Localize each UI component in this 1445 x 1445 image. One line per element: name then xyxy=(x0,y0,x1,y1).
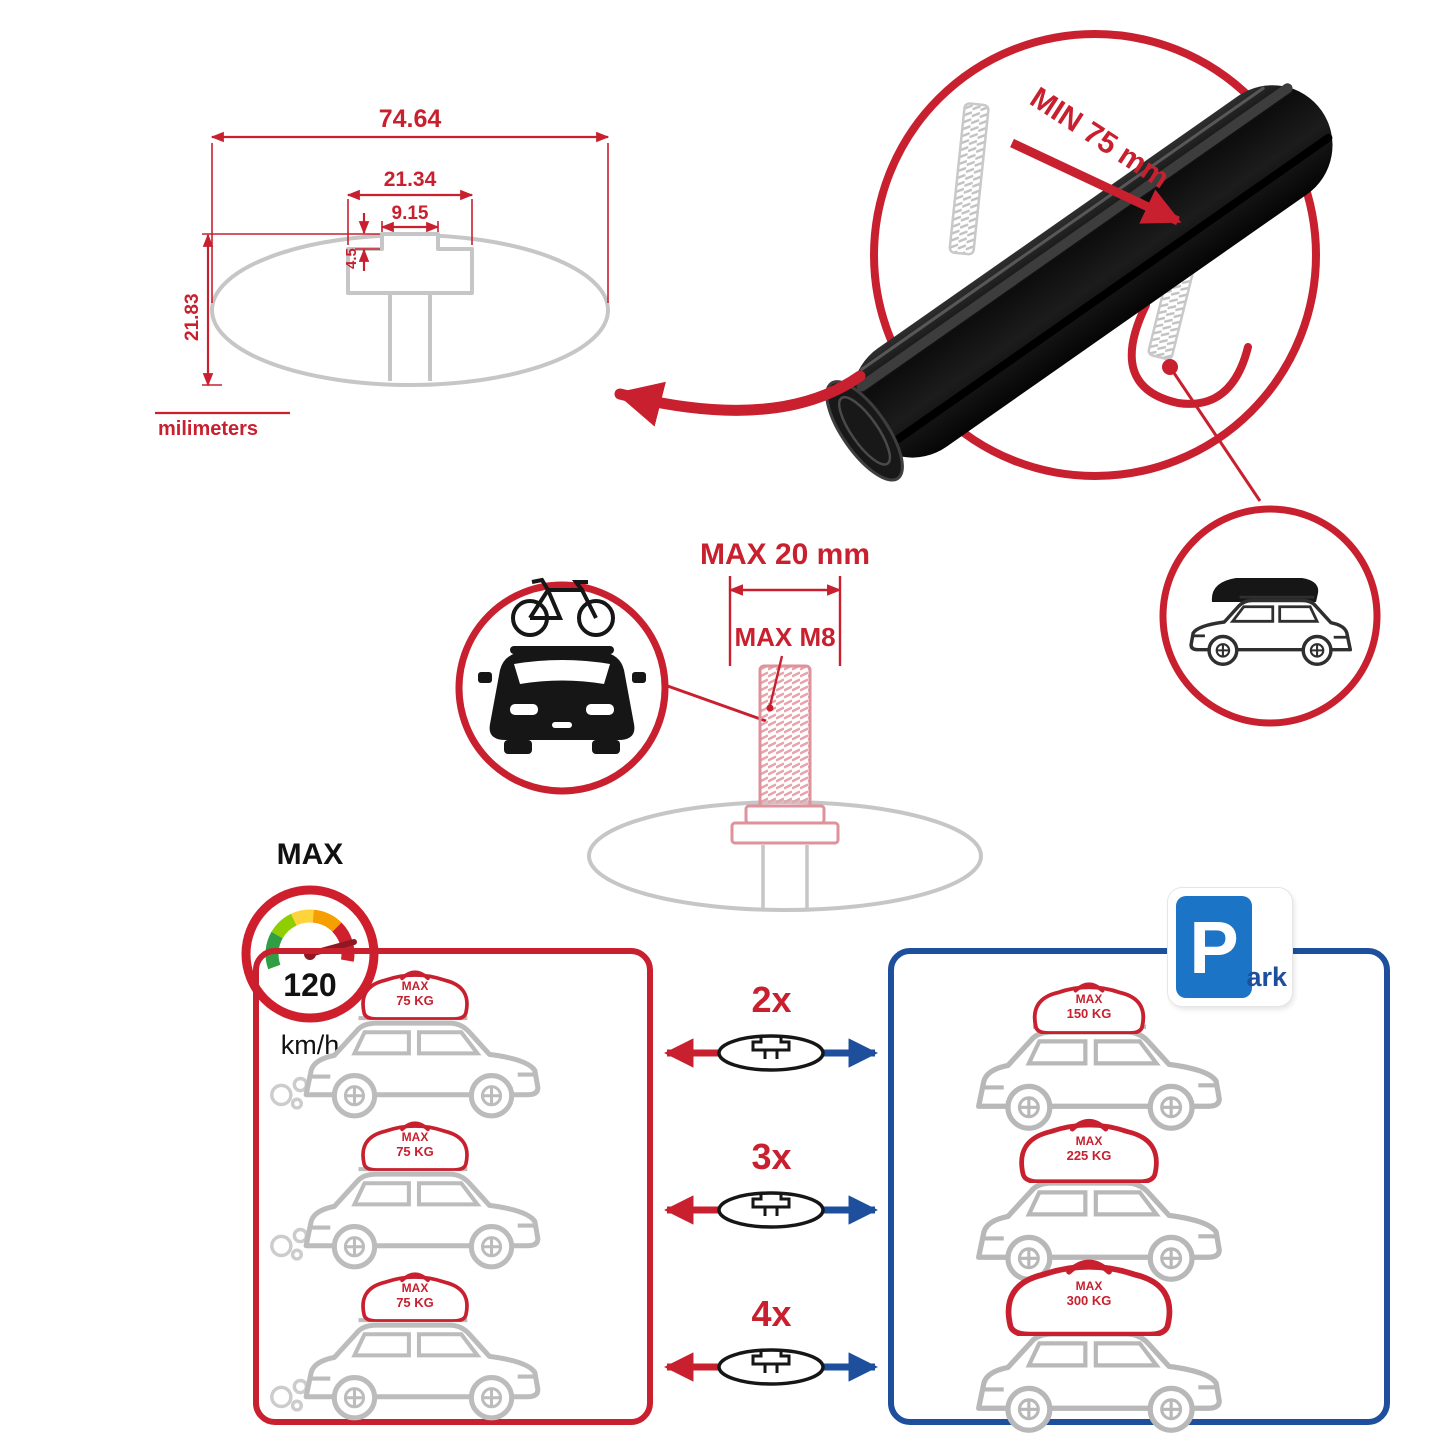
load-label: MAX 75 KG xyxy=(355,979,475,1009)
profile-channel xyxy=(761,845,809,908)
profile-icon xyxy=(717,1347,825,1386)
load-max: MAX xyxy=(1075,1134,1103,1148)
bolt-dimension-lines xyxy=(728,576,842,707)
load-kg: 75 KG xyxy=(396,1294,434,1310)
profile-icon xyxy=(717,1191,825,1229)
multiplier-label: 2x xyxy=(751,979,792,1021)
max-length-label: MAX 20 mm xyxy=(700,538,870,571)
park-p: P xyxy=(1189,905,1239,989)
multiplier-row-1: 2x xyxy=(653,952,890,1109)
crossbar-bar xyxy=(825,83,1333,482)
multiplier-column: 2x 3x 4x xyxy=(653,952,890,1422)
dimension-lines xyxy=(155,131,610,415)
dim-slot-width: 9.15 xyxy=(392,203,429,224)
parked-load-panel: MAX 150 KG MAX 225 KG MAX 300 KG xyxy=(888,948,1390,1425)
dimension-labels: 74.64 21.34 9.15 4.5 21.83 milimeters xyxy=(158,105,441,440)
load-kg: 75 KG xyxy=(396,1143,434,1159)
profile-dimension-diagram: 74.64 21.34 9.15 4.5 21.83 milimeters xyxy=(155,105,610,440)
load-max: MAX xyxy=(1075,1279,1103,1293)
bar-count-icon xyxy=(664,1034,878,1073)
max-thread-label: MAX M8 xyxy=(734,622,835,652)
load-kg: 150 KG xyxy=(1066,1005,1112,1021)
bike-rack-example xyxy=(455,577,767,795)
multiplier-row-3: 4x xyxy=(653,1265,890,1422)
clamp-stud-upper xyxy=(948,102,990,256)
load-max: MAX xyxy=(401,1130,429,1144)
load-max: MAX xyxy=(1075,992,1103,1006)
speed-limit-gauge: MAX 120 km/h xyxy=(241,838,379,1060)
multiplier-row-2: 3x xyxy=(653,1109,890,1266)
crossbar-detail: MIN 75 mm xyxy=(825,30,1333,502)
profile-t-slot xyxy=(346,232,474,295)
load-max: MAX xyxy=(401,979,429,993)
park-sign: P ark xyxy=(1168,888,1292,1006)
dim-slot-depth: 4.5 xyxy=(343,248,360,269)
load-label: MAX 225 KG xyxy=(1011,1134,1167,1164)
multiplier-label: 4x xyxy=(751,1292,792,1334)
profile-pointer-arrow xyxy=(614,370,866,427)
load-label: MAX 300 KG xyxy=(996,1279,1182,1309)
dim-total-width: 74.64 xyxy=(379,105,442,133)
load-max: MAX xyxy=(401,1281,429,1295)
profile-slot xyxy=(751,1350,791,1373)
moving-car-row-2: MAX 75 KG xyxy=(259,1111,647,1262)
park-sign-square: P xyxy=(1176,896,1252,998)
units-label: milimeters xyxy=(158,418,258,440)
moving-car-row-1: MAX 75 KG xyxy=(259,960,647,1111)
bolt-spec-diagram: MAX 20 mm MAX M8 xyxy=(587,538,983,912)
load-kg: 75 KG xyxy=(396,992,434,1008)
bike-icon xyxy=(511,577,615,637)
leader-line xyxy=(661,682,767,723)
bar-count-icon xyxy=(664,1347,878,1386)
speed-max-label: MAX xyxy=(277,838,344,871)
profile-slot xyxy=(751,1194,791,1216)
moving-load-panel: MAX 75 KG MAX 75 KG MAX 75 KG xyxy=(253,948,653,1425)
parked-car-row-2: MAX 225 KG xyxy=(894,1111,1384,1262)
profile-icon xyxy=(717,1034,825,1073)
dim-channel-width: 21.34 xyxy=(384,168,437,191)
thread-point xyxy=(766,704,774,712)
parked-car-row-3: MAX 300 KG xyxy=(894,1262,1384,1413)
t-bolt xyxy=(730,664,840,845)
load-label: MAX 150 KG xyxy=(1026,992,1152,1022)
load-kg: 300 KG xyxy=(1066,1292,1112,1308)
dim-total-height: 21.83 xyxy=(182,293,203,341)
profile-slot xyxy=(751,1037,791,1060)
connector-line xyxy=(1168,366,1262,502)
speed-value: 120 xyxy=(283,967,336,1003)
rooftop-cargo-example xyxy=(1159,505,1381,727)
parked-car-row-1: MAX 150 KG xyxy=(894,960,1384,1111)
moving-car-row-3: MAX 75 KG xyxy=(259,1262,647,1413)
bar-count-icon xyxy=(664,1191,878,1229)
load-label: MAX 75 KG xyxy=(355,1281,475,1311)
multiplier-label: 3x xyxy=(751,1136,792,1177)
park-ark: ark xyxy=(1246,962,1287,992)
profile-bolt-channel xyxy=(388,293,432,381)
load-kg: 225 KG xyxy=(1066,1147,1112,1163)
load-label: MAX 75 KG xyxy=(355,1130,475,1160)
min-span-arrow xyxy=(1010,138,1182,226)
car-front-icon xyxy=(478,646,646,754)
clamp-strap xyxy=(1127,301,1252,408)
